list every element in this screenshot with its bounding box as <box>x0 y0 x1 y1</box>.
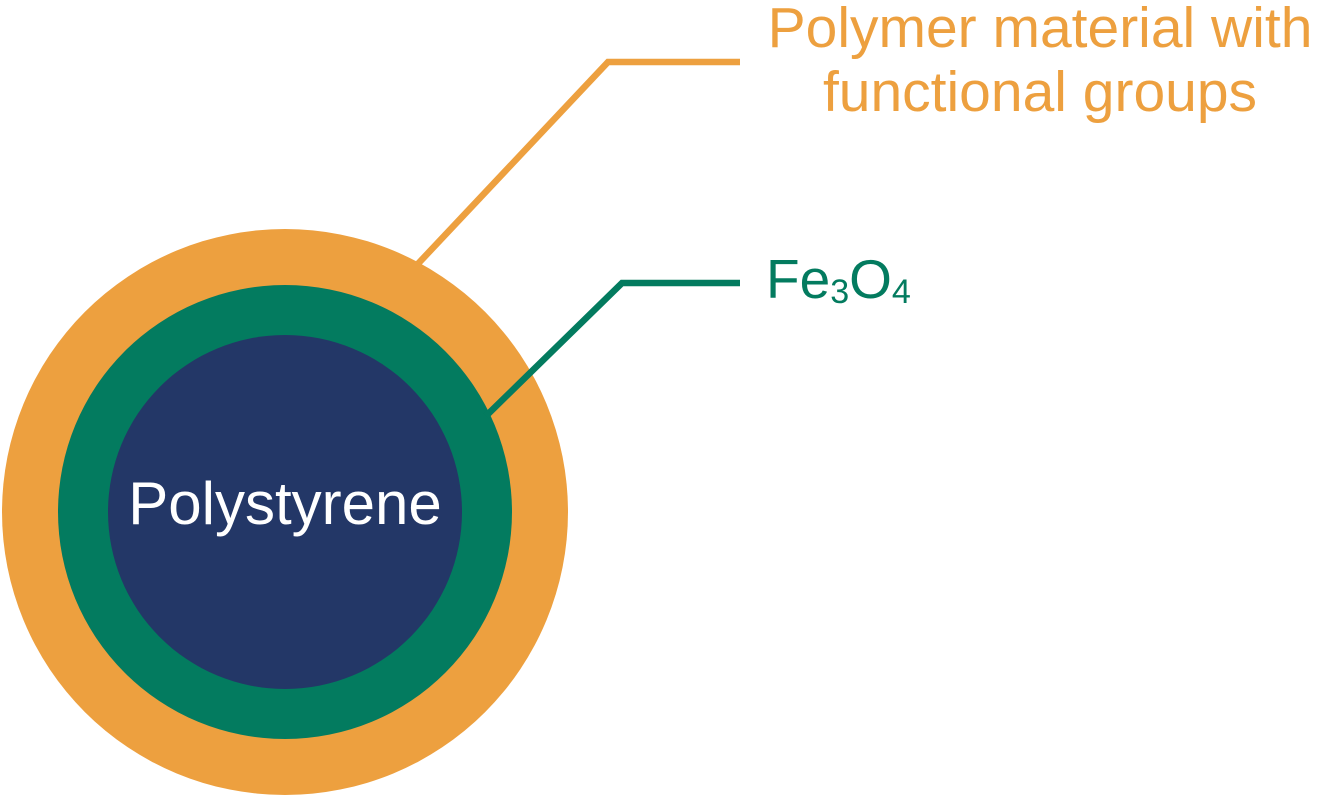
polystyrene-core-label: Polystyrene <box>128 470 442 537</box>
polymer-leader-line <box>411 58 740 271</box>
fe3o4-label-sub4: 4 <box>891 272 911 311</box>
fe3o4-leader-line <box>483 279 740 419</box>
polymer-shell-label: Polymer material with functional groups <box>767 0 1313 124</box>
polystyrene-core-circle <box>108 335 462 689</box>
fe3o4-label-fe: Fe <box>766 248 831 310</box>
fe3o4-label-o: O <box>849 248 892 310</box>
fe3o4-label-sub3: 3 <box>830 272 850 311</box>
fe3o4-label: Fe3O4 <box>766 252 911 309</box>
